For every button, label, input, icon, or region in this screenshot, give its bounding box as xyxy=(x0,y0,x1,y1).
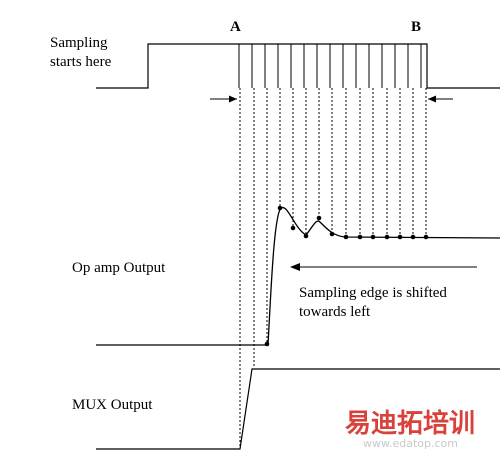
sampling-clock-waveform xyxy=(96,43,500,89)
sample-point xyxy=(397,234,403,240)
marker-a-label: A xyxy=(230,19,241,35)
shift-note-line1: Sampling edge is shifted xyxy=(299,285,447,301)
sample-point xyxy=(370,234,376,240)
sample-point xyxy=(329,231,335,237)
sample-point xyxy=(264,341,270,347)
sample-point xyxy=(384,234,390,240)
sample-point xyxy=(303,233,309,239)
shift-note-line2: towards left xyxy=(299,304,371,320)
sampling-instant-lines xyxy=(239,88,427,449)
marker-b-label: B xyxy=(411,19,421,35)
sample-point xyxy=(316,215,322,221)
sampling-clock-ticks xyxy=(238,44,422,88)
sample-point xyxy=(290,225,296,231)
sample-point xyxy=(423,234,429,240)
window-left-arrow xyxy=(210,95,237,103)
watermark-url: www.edatop.com xyxy=(363,437,458,450)
opamp-output-label: Op amp Output xyxy=(72,260,166,276)
sample-point xyxy=(410,234,416,240)
sample-point xyxy=(277,205,283,211)
sampling-starts-label-line1: Sampling xyxy=(50,35,108,51)
sample-points xyxy=(264,205,429,347)
opamp-output-waveform xyxy=(96,207,500,346)
sample-point xyxy=(343,234,349,240)
sample-point xyxy=(357,234,363,240)
mux-output-waveform xyxy=(96,368,500,450)
sampling-starts-label-line2: starts here xyxy=(50,54,112,70)
shift-left-arrow xyxy=(290,263,477,271)
mux-output-label: MUX Output xyxy=(72,397,153,413)
window-right-arrow xyxy=(428,95,453,103)
watermark-brand: 易迪拓培训 xyxy=(345,409,475,439)
